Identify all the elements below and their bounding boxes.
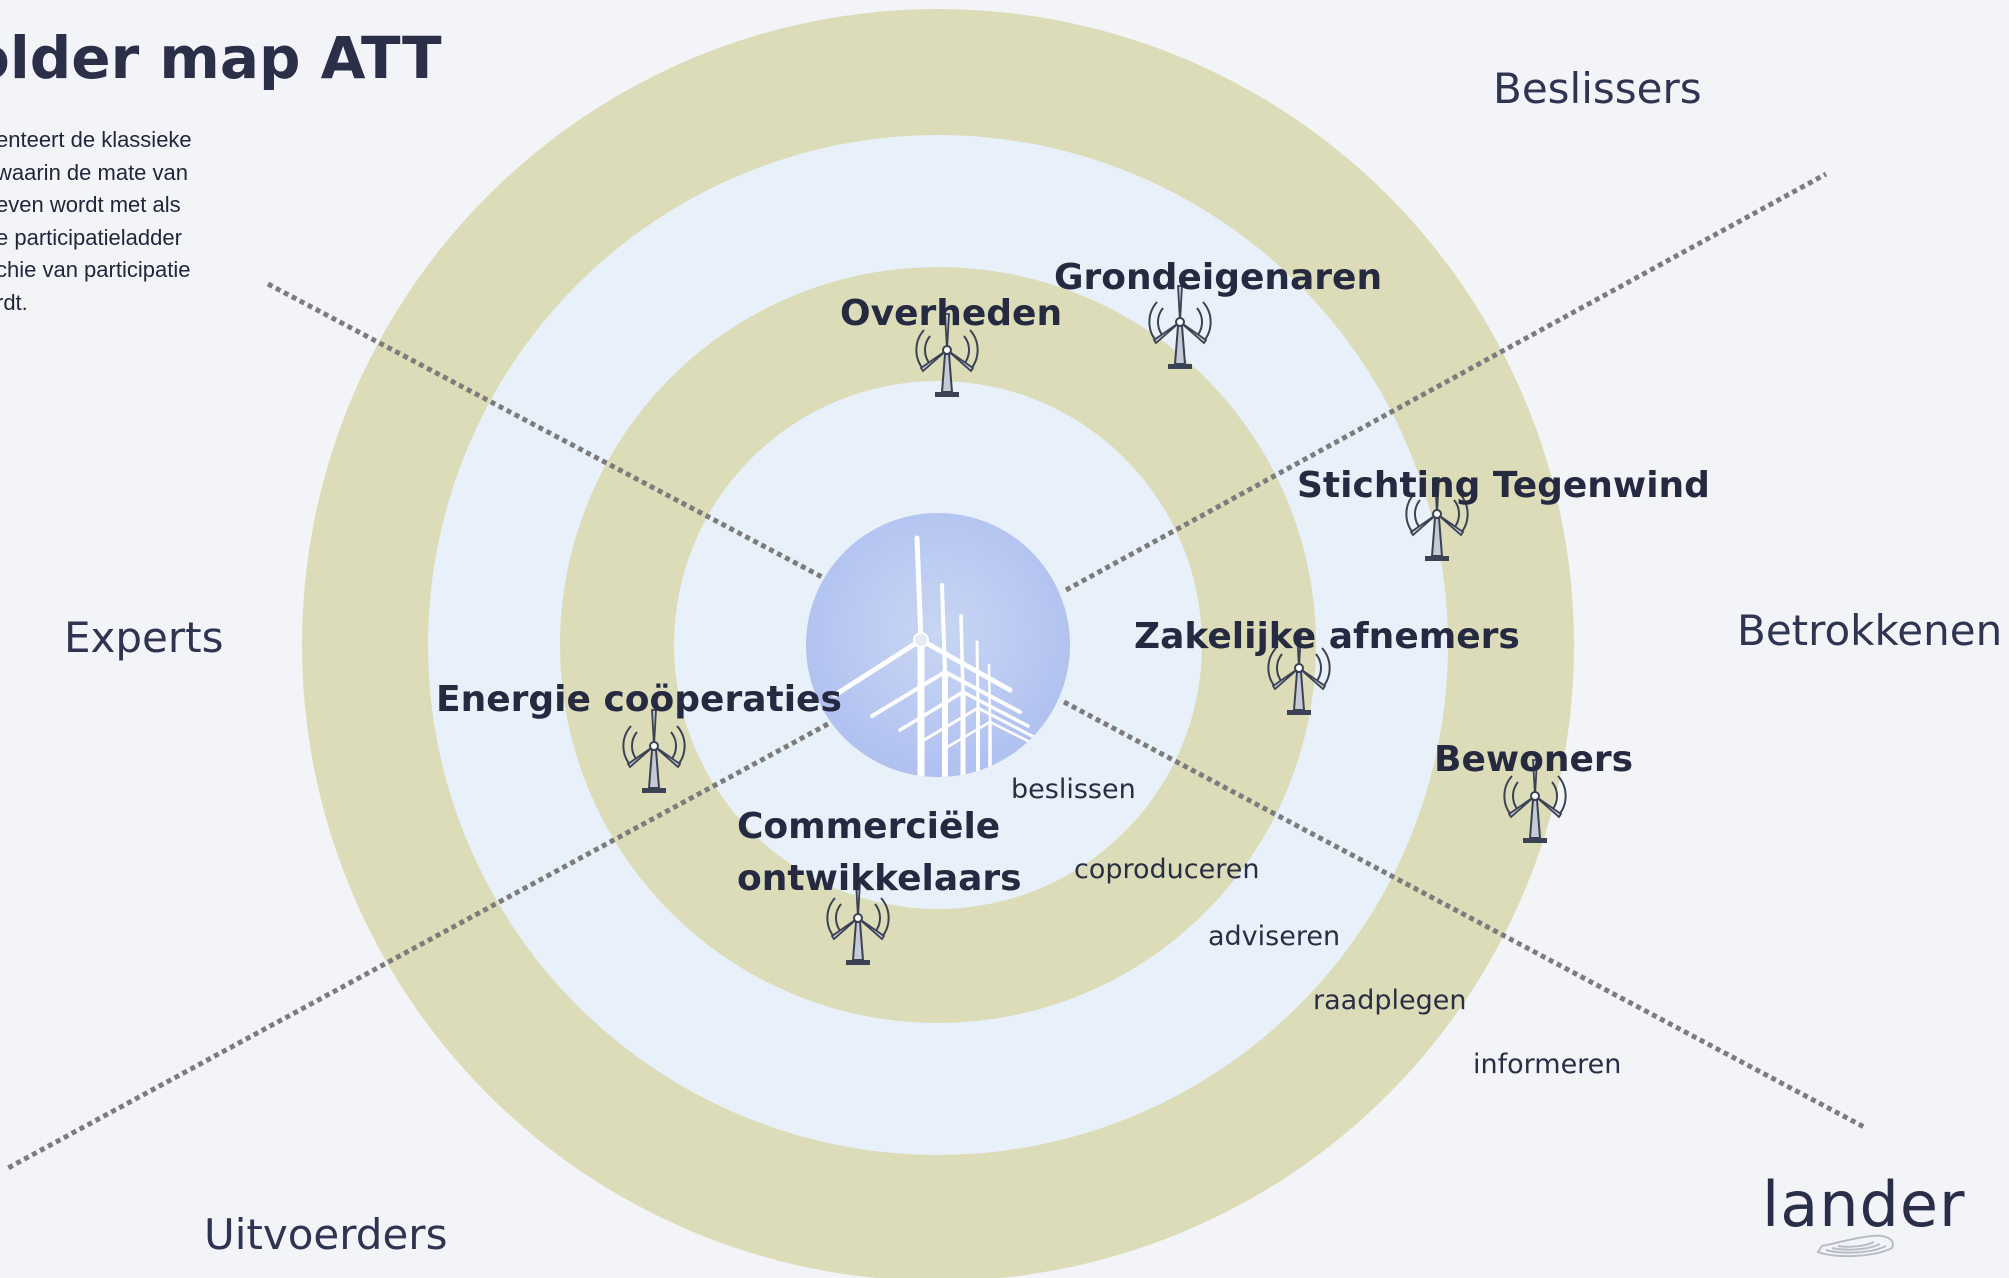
wind-turbine-icon <box>622 709 686 793</box>
quadrant-label-experts: Experts <box>64 613 224 662</box>
description-text: enteert de klassieke waarin de mate van … <box>0 124 226 319</box>
quadrant-label-betrokkenen: Betrokkenen <box>1737 606 2003 655</box>
lander-logo-text: lander <box>1762 1168 1966 1241</box>
quadrant-label-beslissers: Beslissers <box>1493 64 1702 113</box>
divider-line-upper-left <box>266 281 826 581</box>
stakeholder-label-stichting-tegenwind: Stichting Tegenwind <box>1297 465 1710 506</box>
stakeholder-label-grondeigenaren: Grondeigenaren <box>1054 257 1383 298</box>
page-title: older map ATT <box>0 24 442 92</box>
description-line: enteert de klassieke <box>0 127 192 152</box>
lander-logo-mark <box>1816 1234 1894 1258</box>
description-line: even wordt met als <box>0 192 181 217</box>
wind-turbine-icon <box>1405 477 1469 561</box>
level-label-informeren: informeren <box>1473 1049 1622 1080</box>
level-label-raadplegen: raadplegen <box>1313 985 1467 1016</box>
stakeholder-label-commerciele-line-2: ontwikkelaars <box>737 858 1022 899</box>
stakeholder-label-overheden: Overheden <box>840 293 1063 334</box>
level-label-adviseren: adviseren <box>1208 921 1341 952</box>
divider-line-upper-right <box>1064 171 1828 593</box>
stakeholder-label-bewoners: Bewoners <box>1434 739 1634 780</box>
wind-turbine-icon <box>915 313 979 397</box>
wind-turbine-icon <box>1503 759 1567 843</box>
center-wind-turbines-image <box>806 513 1070 777</box>
wind-turbine-icon <box>1267 631 1331 715</box>
quadrant-label-uitvoerders: Uitvoerders <box>204 1210 448 1259</box>
level-label-beslissen: beslissen <box>1011 774 1136 805</box>
stakeholder-label-energie-cooperaties: Energie coöperaties <box>436 679 842 720</box>
wind-turbine-icon <box>826 881 890 965</box>
description-line: e participatieladder <box>0 224 182 250</box>
stakeholder-label-commerciele-line-1: Commerciële <box>737 806 1001 847</box>
divider-line-lower-right <box>1062 699 1868 1131</box>
wind-turbine-icon <box>1148 285 1212 369</box>
divider-line-lower-left <box>6 721 830 1171</box>
stakeholder-label-zakelijke-afnemers: Zakelijke afnemers <box>1134 616 1520 657</box>
level-label-coproduceren: coproduceren <box>1074 854 1260 885</box>
description-line: rdt. <box>0 289 28 315</box>
description-line: waarin de mate van <box>0 159 188 185</box>
description-line: chie van participatie <box>0 257 191 282</box>
